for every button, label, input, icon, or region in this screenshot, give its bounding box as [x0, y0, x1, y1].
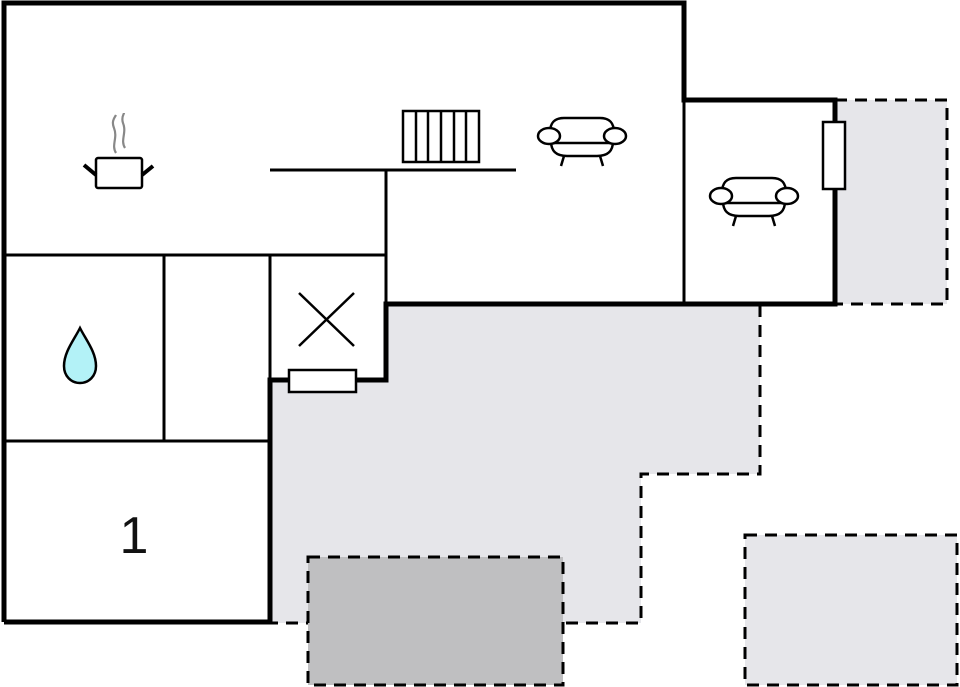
- windows: [287, 120, 847, 394]
- terrace-right: [835, 100, 947, 304]
- terrace-bottom-right: [743, 533, 959, 687]
- armchair-icon: [708, 176, 800, 227]
- cooking-pot-icon: [82, 112, 155, 190]
- armchair-icon: [536, 116, 628, 167]
- terrace-right-outline: [835, 98, 949, 306]
- outdoor-areas: [272, 98, 959, 687]
- terrace-main: [272, 305, 760, 623]
- exterior-walls: [1, 0, 838, 625]
- water-drop-icon: [62, 325, 98, 385]
- interior-walls: [4, 100, 686, 443]
- bedroom-number-label: 1: [119, 507, 149, 565]
- radiator-icon: [401, 109, 481, 164]
- pool-or-deck: [306, 555, 565, 687]
- window-side-room: [821, 120, 847, 191]
- window-hall: [287, 368, 358, 394]
- entrance-cross-icon: [298, 292, 355, 347]
